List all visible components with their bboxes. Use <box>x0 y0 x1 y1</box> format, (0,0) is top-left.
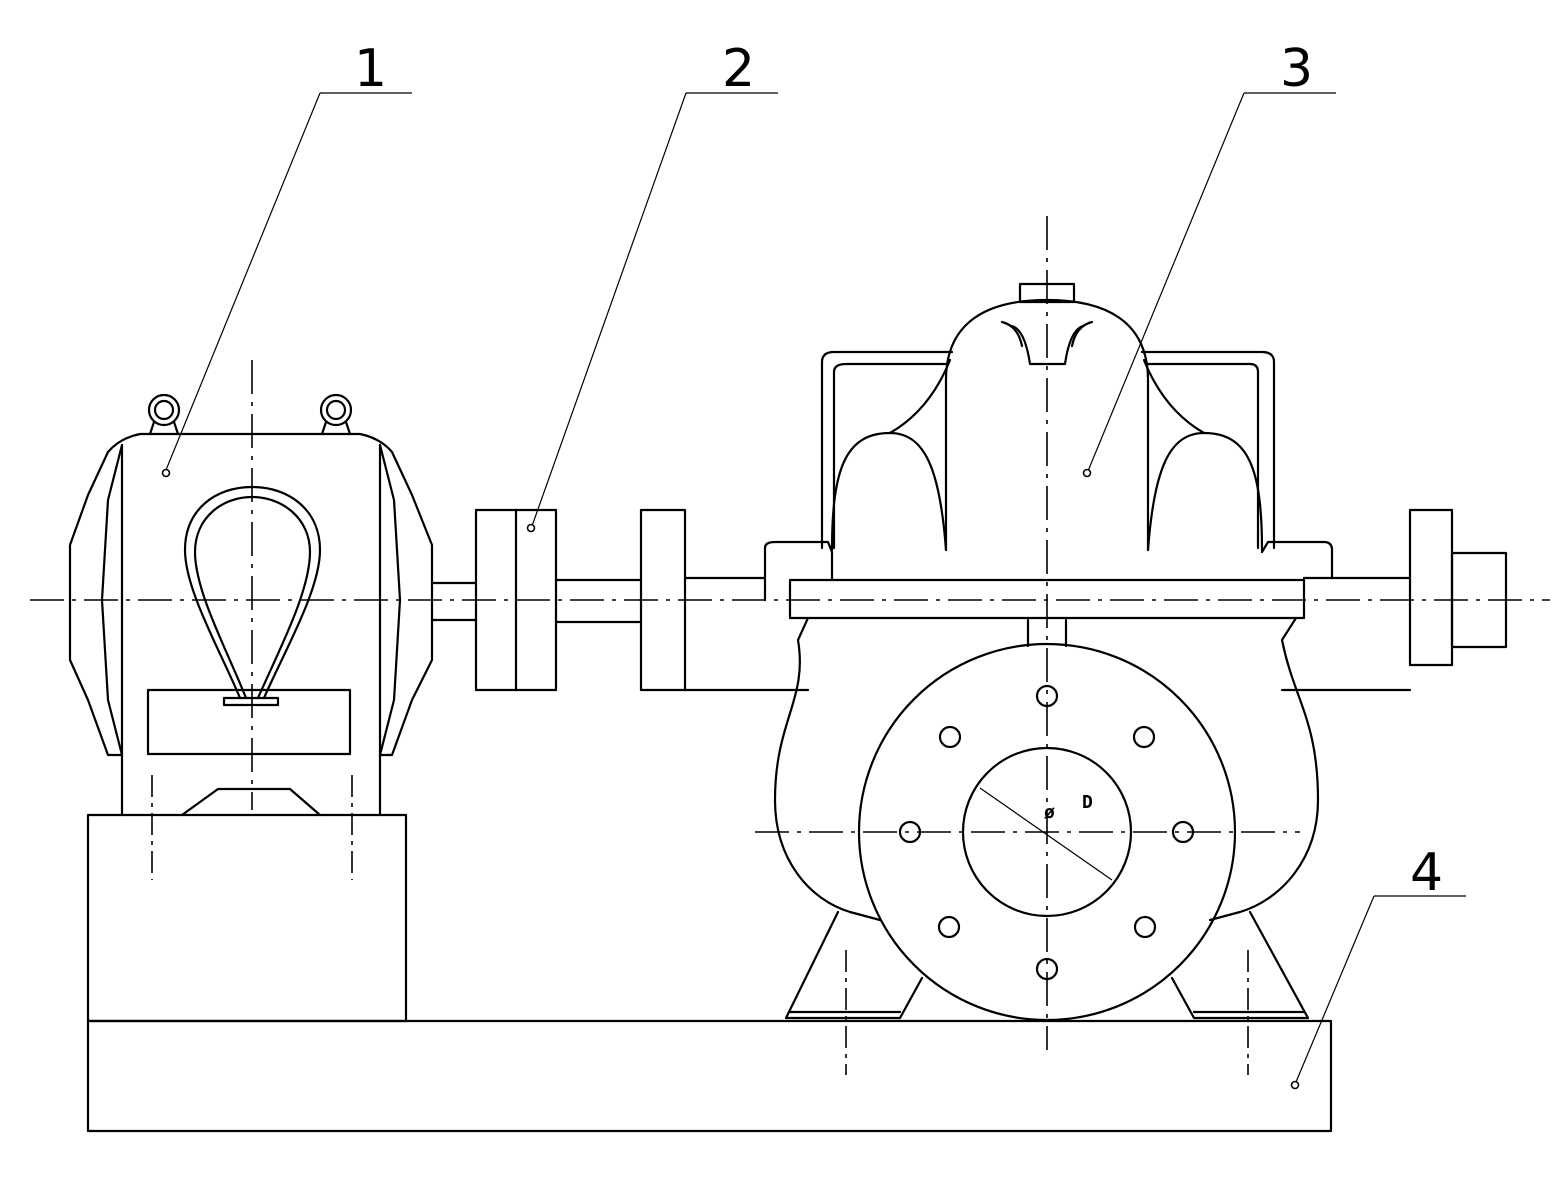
lifting-eye-right <box>319 393 353 436</box>
callout-1: 1 <box>161 39 412 478</box>
callout-2: 2 <box>526 39 778 533</box>
callout-label-4: 4 <box>1410 843 1443 903</box>
pump: ø D <box>755 216 1508 1075</box>
motor-pedestal <box>86 813 408 1023</box>
diameter-symbol: ø <box>1044 802 1055 823</box>
callout-label-2: 2 <box>722 39 755 99</box>
lifting-eye-left <box>147 393 181 436</box>
callout-3: 3 <box>1082 39 1336 478</box>
motor <box>68 360 478 880</box>
callout-label-3: 3 <box>1280 39 1313 99</box>
diameter-label: D <box>1082 792 1093 813</box>
base-plate <box>86 1019 1333 1133</box>
callout-label-1: 1 <box>354 39 387 99</box>
callout-4: 4 <box>1290 843 1466 1090</box>
